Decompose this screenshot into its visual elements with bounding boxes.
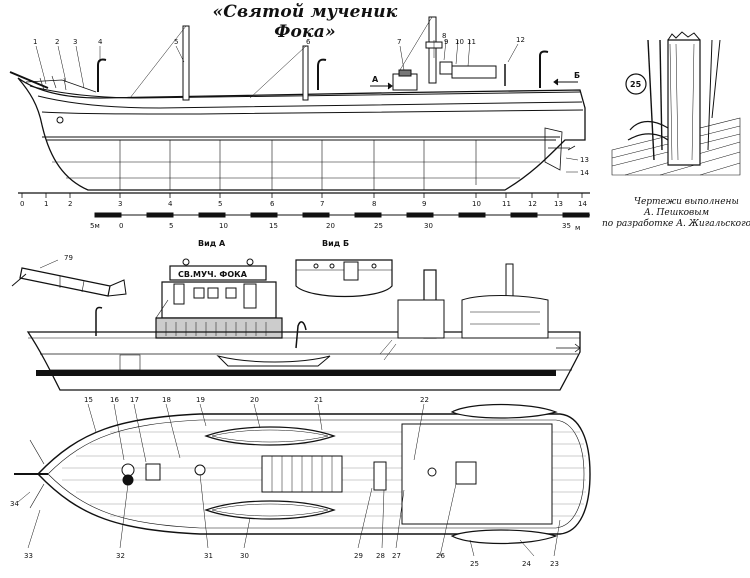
detail-number: 25 — [630, 80, 642, 89]
meter-scale — [94, 212, 590, 218]
callout-number: 28 — [376, 552, 385, 560]
callout-number: 15 — [84, 396, 93, 404]
frame-scale-labels: 0 1 2 3 4 5 6 7 8 9 10 11 12 13 14 — [20, 200, 587, 208]
detail-boom — [11, 259, 127, 297]
drawing-credits: Чертежи выполнены А. Пешковым по разрабо… — [602, 197, 750, 230]
callout-number: 2 — [55, 38, 59, 46]
callout-number: 79 — [64, 254, 73, 262]
meter-unit: м — [575, 224, 580, 232]
drawing-title: «Святой мученик Фока» — [212, 2, 398, 42]
detail-mast-bitt — [611, 31, 741, 176]
frame-label: 6 — [270, 200, 275, 208]
callout-number: 21 — [314, 396, 323, 404]
meter-label: 30 — [424, 222, 433, 230]
view-a-deckhouse — [155, 258, 283, 339]
callout-number: 7 — [397, 38, 401, 46]
meter-label: 5 — [169, 222, 173, 230]
callout-number: 24 — [522, 560, 531, 568]
meter-label: 25 — [374, 222, 383, 230]
meter-label: 5м — [90, 222, 100, 230]
callout-number: 29 — [354, 552, 363, 560]
frame-label: 11 — [502, 200, 511, 208]
callout-number: 30 — [240, 552, 249, 560]
frame-label: 8 — [372, 200, 376, 208]
callout-number: 4 — [98, 38, 103, 46]
view-labels: Вид А Вид Б СВ.МУЧ. ФОКА А Б 25 79 — [64, 71, 642, 279]
callout-number: 31 — [204, 552, 213, 560]
frame-label: 7 — [320, 200, 324, 208]
nameboard-text: СВ.МУЧ. ФОКА — [178, 270, 248, 279]
frame-scale — [18, 192, 590, 198]
frame-label: 2 — [68, 200, 72, 208]
callout-number: 8 — [442, 32, 446, 40]
meter-label: 35 — [562, 222, 571, 230]
callout-number: 12 — [516, 36, 525, 44]
plan-callouts: 15 16 17 18 19 20 21 22 23 24 25 26 27 2… — [10, 396, 559, 568]
callout-number: 23 — [550, 560, 559, 568]
profile-callouts: 1 2 3 4 5 6 7 8 9 10 11 12 13 14 — [33, 32, 589, 177]
profile-view — [9, 16, 586, 191]
credit-line-1: Чертежи выполнены — [634, 197, 739, 207]
meter-label: 15 — [269, 222, 278, 230]
callout-number: 5 — [174, 38, 178, 46]
meter-scale-labels: 5м 0 5 10 15 20 25 30 35 м — [90, 222, 580, 232]
arrow-a-label: А — [372, 75, 379, 84]
arrow-b-label: Б — [574, 71, 580, 80]
callout-number: 33 — [24, 552, 33, 560]
callout-number: 14 — [580, 169, 589, 177]
frame-label: 12 — [528, 200, 537, 208]
frame-label: 4 — [168, 200, 173, 208]
callout-number: 20 — [250, 396, 259, 404]
plan-view — [14, 403, 591, 557]
callout-number: 32 — [116, 552, 125, 560]
meter-label: 10 — [219, 222, 228, 230]
meter-label: 0 — [119, 222, 123, 230]
frame-label: 9 — [422, 200, 426, 208]
credit-line-3: по разработке А. Жигальского. — [602, 219, 750, 229]
callout-number: 19 — [196, 396, 205, 404]
callout-number: 34 — [10, 500, 19, 508]
frame-label: 13 — [554, 200, 563, 208]
callout-number: 13 — [580, 156, 589, 164]
callout-number: 18 — [162, 396, 171, 404]
callout-number: 22 — [420, 396, 429, 404]
callout-number: 25 — [470, 560, 479, 568]
callout-number: 9 — [444, 38, 448, 46]
callout-number: 26 — [436, 552, 445, 560]
frame-label: 0 — [20, 200, 24, 208]
callout-number: 16 — [110, 396, 119, 404]
frame-label: 10 — [472, 200, 481, 208]
callout-number: 3 — [73, 38, 77, 46]
frame-label: 3 — [118, 200, 122, 208]
frame-label: 1 — [44, 200, 48, 208]
meter-label: 20 — [326, 222, 335, 230]
credit-line-2: А. Пешковым — [644, 208, 710, 218]
callout-number: 17 — [130, 396, 139, 404]
frame-label: 5 — [218, 200, 222, 208]
callout-number: 6 — [306, 38, 311, 46]
callout-number: 11 — [467, 38, 476, 46]
view-a-label: Вид А — [198, 239, 226, 248]
section-view — [26, 263, 581, 391]
frame-label: 14 — [578, 200, 587, 208]
callout-number: 1 — [33, 38, 37, 46]
callout-number: 10 — [455, 38, 464, 46]
callout-number: 27 — [392, 552, 401, 560]
view-b-label: Вид Б — [322, 239, 349, 248]
view-b-deckhouse — [295, 259, 393, 298]
